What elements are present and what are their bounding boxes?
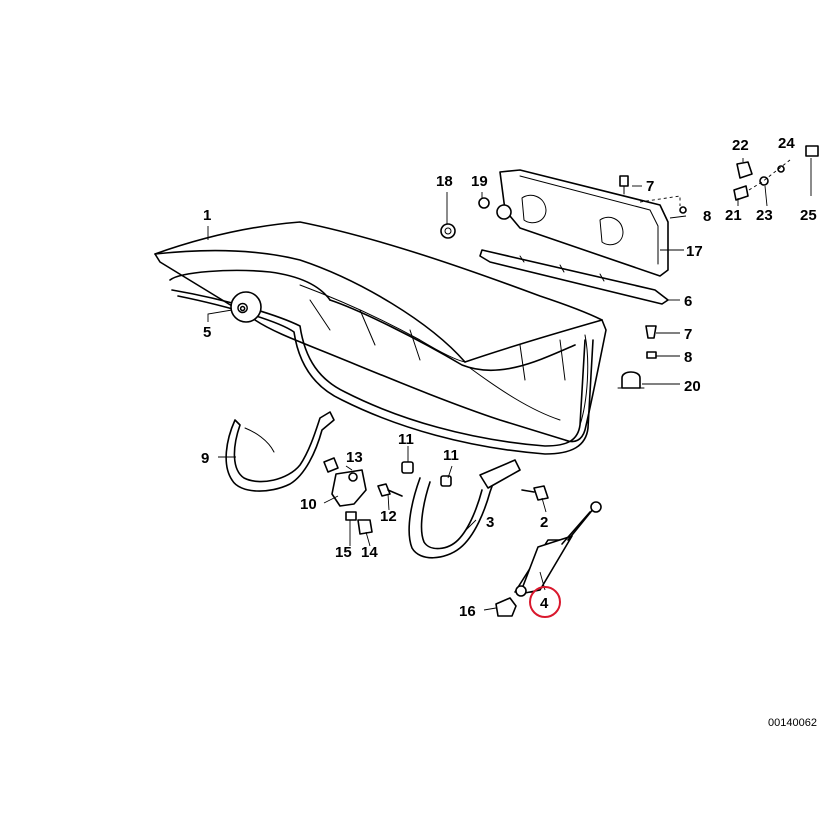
leader-lines xyxy=(207,158,812,611)
callout-8-upper[interactable]: 8 xyxy=(703,208,711,225)
callout-11-right[interactable]: 11 xyxy=(443,447,459,464)
part-16-clip[interactable] xyxy=(495,597,517,617)
callout-14[interactable]: 14 xyxy=(361,544,378,561)
callout-23[interactable]: 23 xyxy=(756,207,773,224)
hinge-left[interactable] xyxy=(225,411,335,492)
callout-6[interactable]: 6 xyxy=(684,293,692,310)
callout-22[interactable]: 22 xyxy=(732,137,749,154)
fasteners[interactable] xyxy=(345,461,549,535)
callout-3[interactable]: 3 xyxy=(486,514,494,531)
part-7-clip-upper[interactable] xyxy=(619,175,629,195)
callout-13[interactable]: 13 xyxy=(346,449,363,466)
callout-4[interactable]: 4 xyxy=(540,595,549,612)
callout-2[interactable]: 2 xyxy=(540,514,548,531)
part-7-clip-lower[interactable] xyxy=(645,325,657,339)
callout-1[interactable]: 1 xyxy=(203,207,211,224)
callout-15[interactable]: 15 xyxy=(335,544,352,561)
callout-20[interactable]: 20 xyxy=(684,378,701,395)
callout-7-upper[interactable]: 7 xyxy=(646,178,654,195)
trunk-seal[interactable]: ⦾ xyxy=(169,269,594,455)
trunk-lid[interactable] xyxy=(154,221,607,443)
callout-9[interactable]: 9 xyxy=(201,450,209,467)
lid-stay-arm[interactable] xyxy=(408,459,521,559)
lock-bracket[interactable] xyxy=(323,457,367,507)
callout-10[interactable]: 10 xyxy=(300,496,317,513)
callout-7-lower[interactable]: 7 xyxy=(684,326,692,343)
callout-19[interactable]: 19 xyxy=(471,173,488,190)
callout-18[interactable]: 18 xyxy=(436,173,453,190)
callout-5[interactable]: 5 xyxy=(203,324,211,341)
drawing-number: 00140062 xyxy=(768,717,817,729)
callout-25[interactable]: 25 xyxy=(800,207,817,224)
lock-parts-21-25[interactable] xyxy=(733,145,819,201)
callout-12[interactable]: 12 xyxy=(380,508,397,525)
gas-strut[interactable] xyxy=(514,501,602,597)
callout-11-left[interactable]: 11 xyxy=(398,431,414,448)
seal-logo-icon: ⦾ xyxy=(237,300,248,316)
callout-17[interactable]: 17 xyxy=(686,243,703,260)
trim-panel[interactable] xyxy=(496,169,669,277)
callout-24[interactable]: 24 xyxy=(778,135,795,152)
callout-21[interactable]: 21 xyxy=(725,207,742,224)
part-19-grommet[interactable] xyxy=(478,197,490,209)
part-20-buffer[interactable] xyxy=(617,371,645,389)
part-8-screw-upper[interactable] xyxy=(679,206,687,214)
mounting-strip[interactable] xyxy=(479,249,669,305)
part-18-grommet[interactable] xyxy=(440,223,456,239)
part-8-screw-lower[interactable] xyxy=(646,351,657,359)
callout-8-lower[interactable]: 8 xyxy=(684,349,692,366)
callout-16[interactable]: 16 xyxy=(459,603,476,620)
callouts: 1 2 3 4 5 6 7 7 8 8 9 10 11 11 12 13 14 … xyxy=(201,135,817,620)
highlight-ring xyxy=(529,586,561,618)
